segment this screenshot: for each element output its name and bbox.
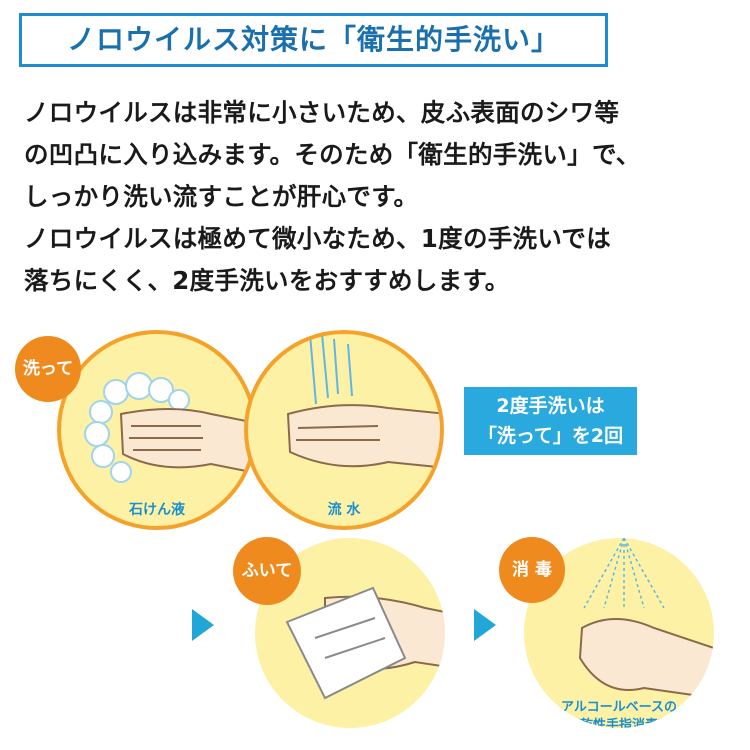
- title-box: ノロウイルス対策に「衛生的手洗い」: [19, 13, 608, 67]
- badge-wash: 洗って: [15, 336, 81, 402]
- running-water-hands-icon: [286, 334, 440, 469]
- caption-water: 流 水: [327, 502, 361, 518]
- note-line2: 「洗って」を2回: [477, 425, 624, 447]
- arrow-right-icon: [192, 609, 214, 641]
- badge-disinfect: 消 毒: [499, 537, 565, 603]
- page-title: ノロウイルス対策に「衛生的手洗い」: [66, 23, 560, 56]
- body-text: ノロウイルスは非常に小さいため、皮ふ表面のシワ等 の凹凸に入り込みます。そのため…: [24, 98, 641, 295]
- caption-sanitizer-2: 速乾性手指消毒剤: [566, 718, 671, 728]
- sanitizer-spray-hands-icon: [578, 538, 714, 700]
- arrow-right-icon: [474, 609, 496, 641]
- soap-hands-icon: [84, 372, 253, 483]
- caption-sanitizer-1: アルコールベースの: [561, 700, 677, 715]
- caption-soap: 石けん液: [129, 502, 185, 518]
- badge-wipe: ふいて: [233, 537, 301, 605]
- note-line1: 2度手洗いは: [496, 395, 605, 417]
- soap-wash-illustration: 石けん液: [57, 330, 257, 530]
- rinse-illustration: 流 水: [244, 330, 444, 530]
- double-wash-note: 2度手洗いは 「洗って」を2回: [464, 387, 637, 455]
- towel-hands-icon: [285, 586, 445, 700]
